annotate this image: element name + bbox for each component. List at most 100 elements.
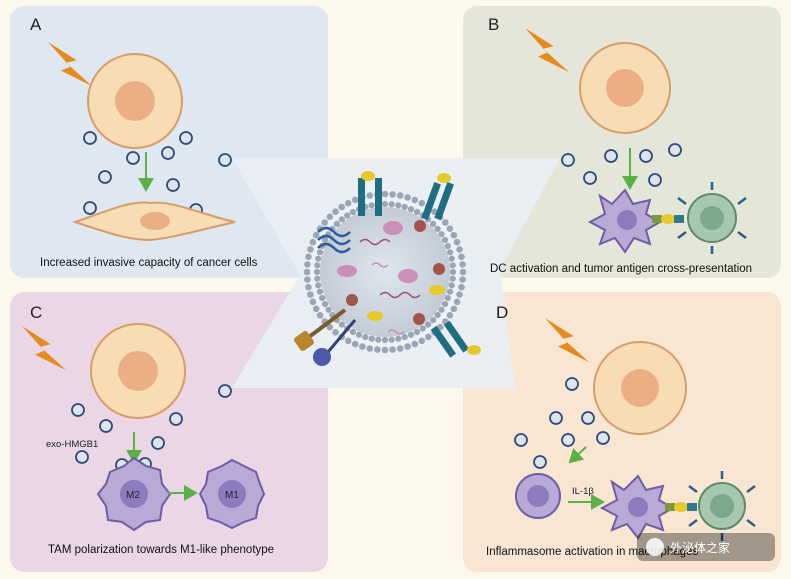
panel-d-background: [463, 292, 781, 572]
lipid-head: [321, 301, 329, 308]
lipid-head: [425, 333, 432, 341]
lipid-head: [450, 305, 458, 313]
lipid-head: [447, 288, 454, 295]
lipid-head: [453, 298, 461, 306]
lipid-head: [325, 306, 332, 313]
lipid-head: [366, 345, 374, 352]
lipid-head: [338, 216, 345, 223]
panel-b-label: B: [488, 15, 499, 34]
lipid-head: [447, 249, 454, 256]
lipid-head: [338, 321, 345, 328]
lipid-head: [381, 200, 389, 208]
lipid-head: [312, 305, 320, 313]
lipid-head: [425, 321, 432, 328]
dendritic-cell-b: [587, 188, 663, 254]
tumor-cell-a: [87, 53, 183, 149]
lipid-head: [305, 253, 312, 261]
lipid-head: [404, 194, 411, 201]
lipid-head: [316, 249, 323, 256]
lipid-head: [459, 276, 466, 283]
panel-c-caption: TAM polarization towards M1-like phenoty…: [48, 544, 274, 556]
lipid-head: [396, 345, 404, 352]
lipid-head: [332, 329, 339, 336]
panel-d-caption: Inflammasome activation in macrophages: [486, 546, 698, 558]
lipid-head: [344, 337, 352, 345]
invasive-cancer-cell: [71, 201, 236, 242]
lipid-head: [456, 246, 463, 253]
lipid-head: [456, 291, 463, 298]
watermark: 外泌体之家: [637, 533, 775, 561]
panel-a-label: A: [30, 15, 42, 34]
lipid-head: [375, 336, 382, 343]
lipid-head: [309, 298, 317, 306]
panel-d-label: D: [496, 303, 508, 322]
lipid-head: [349, 208, 356, 216]
lipid-head: [351, 196, 359, 204]
lipid-head: [304, 276, 311, 283]
lipid-head: [315, 282, 322, 289]
lipid-head: [446, 225, 454, 232]
lipid-head: [411, 340, 419, 348]
lipid-head: [441, 236, 449, 243]
lipid-head: [395, 202, 402, 209]
tumor-cell-d: [593, 341, 687, 435]
exo-hmgb1-label: exo-HMGB1: [46, 439, 98, 450]
lipid-head: [441, 301, 449, 308]
lipid-head: [434, 225, 441, 232]
membrane-proteins: [294, 171, 481, 366]
lipid-head: [395, 335, 402, 342]
lipid-head: [389, 191, 396, 198]
lipid-head: [449, 268, 457, 276]
lipid-head: [368, 202, 375, 209]
tumor-cell-c: [90, 323, 186, 419]
lipid-head: [381, 346, 389, 354]
lipid-head: [355, 331, 363, 338]
lipid-head: [459, 261, 466, 268]
lipid-head: [396, 192, 404, 199]
lipid-head: [315, 255, 322, 262]
lipid-head: [381, 190, 389, 198]
lipid-head: [388, 201, 395, 208]
lipid-head: [344, 212, 351, 219]
lipid-head: [362, 334, 369, 341]
lipid-head: [449, 275, 456, 282]
lipid-head: [307, 291, 314, 298]
lipid-head: [326, 323, 334, 331]
lipid-head: [453, 238, 461, 246]
m1-label: M1: [225, 490, 239, 501]
lipid-head: [444, 294, 451, 302]
lipid-head: [458, 283, 465, 291]
lipid-head: [414, 328, 421, 336]
lipid-head: [430, 317, 437, 324]
lipid-head: [450, 231, 458, 239]
watermark-text: 外泌体之家: [670, 540, 730, 555]
dendritic-cell-d: [599, 474, 676, 540]
lipid-head: [389, 346, 396, 353]
antigen-presentation-d: [665, 502, 697, 512]
lipid-head: [303, 268, 311, 276]
lipid-head: [359, 343, 366, 350]
m2-label: M2: [126, 490, 140, 501]
lipid-head: [313, 268, 321, 276]
lipid-head: [458, 253, 465, 261]
lipid-head: [459, 268, 467, 276]
lipid-head: [314, 275, 321, 282]
lipid-head: [316, 312, 324, 319]
panel-a-caption: Increased invasive capacity of cancer ce…: [40, 257, 258, 269]
il-1b-label: IL-1β: [572, 486, 594, 497]
lipid-head: [401, 203, 408, 210]
lipid-head: [411, 196, 419, 204]
lipid-head: [316, 288, 323, 295]
lipid-head: [304, 261, 311, 268]
t-cell-b: [677, 182, 747, 254]
lipid-head: [333, 220, 340, 227]
lipid-head: [312, 231, 320, 239]
arrow-d-diag: [568, 446, 587, 464]
exosome-vesicle: [294, 171, 481, 366]
panel-b-caption: DC activation and tumor antigen cross-pr…: [490, 263, 752, 275]
lipid-head: [338, 203, 346, 211]
lipid-head: [321, 236, 329, 243]
lipid-head: [444, 242, 451, 250]
lipid-head: [418, 337, 426, 345]
